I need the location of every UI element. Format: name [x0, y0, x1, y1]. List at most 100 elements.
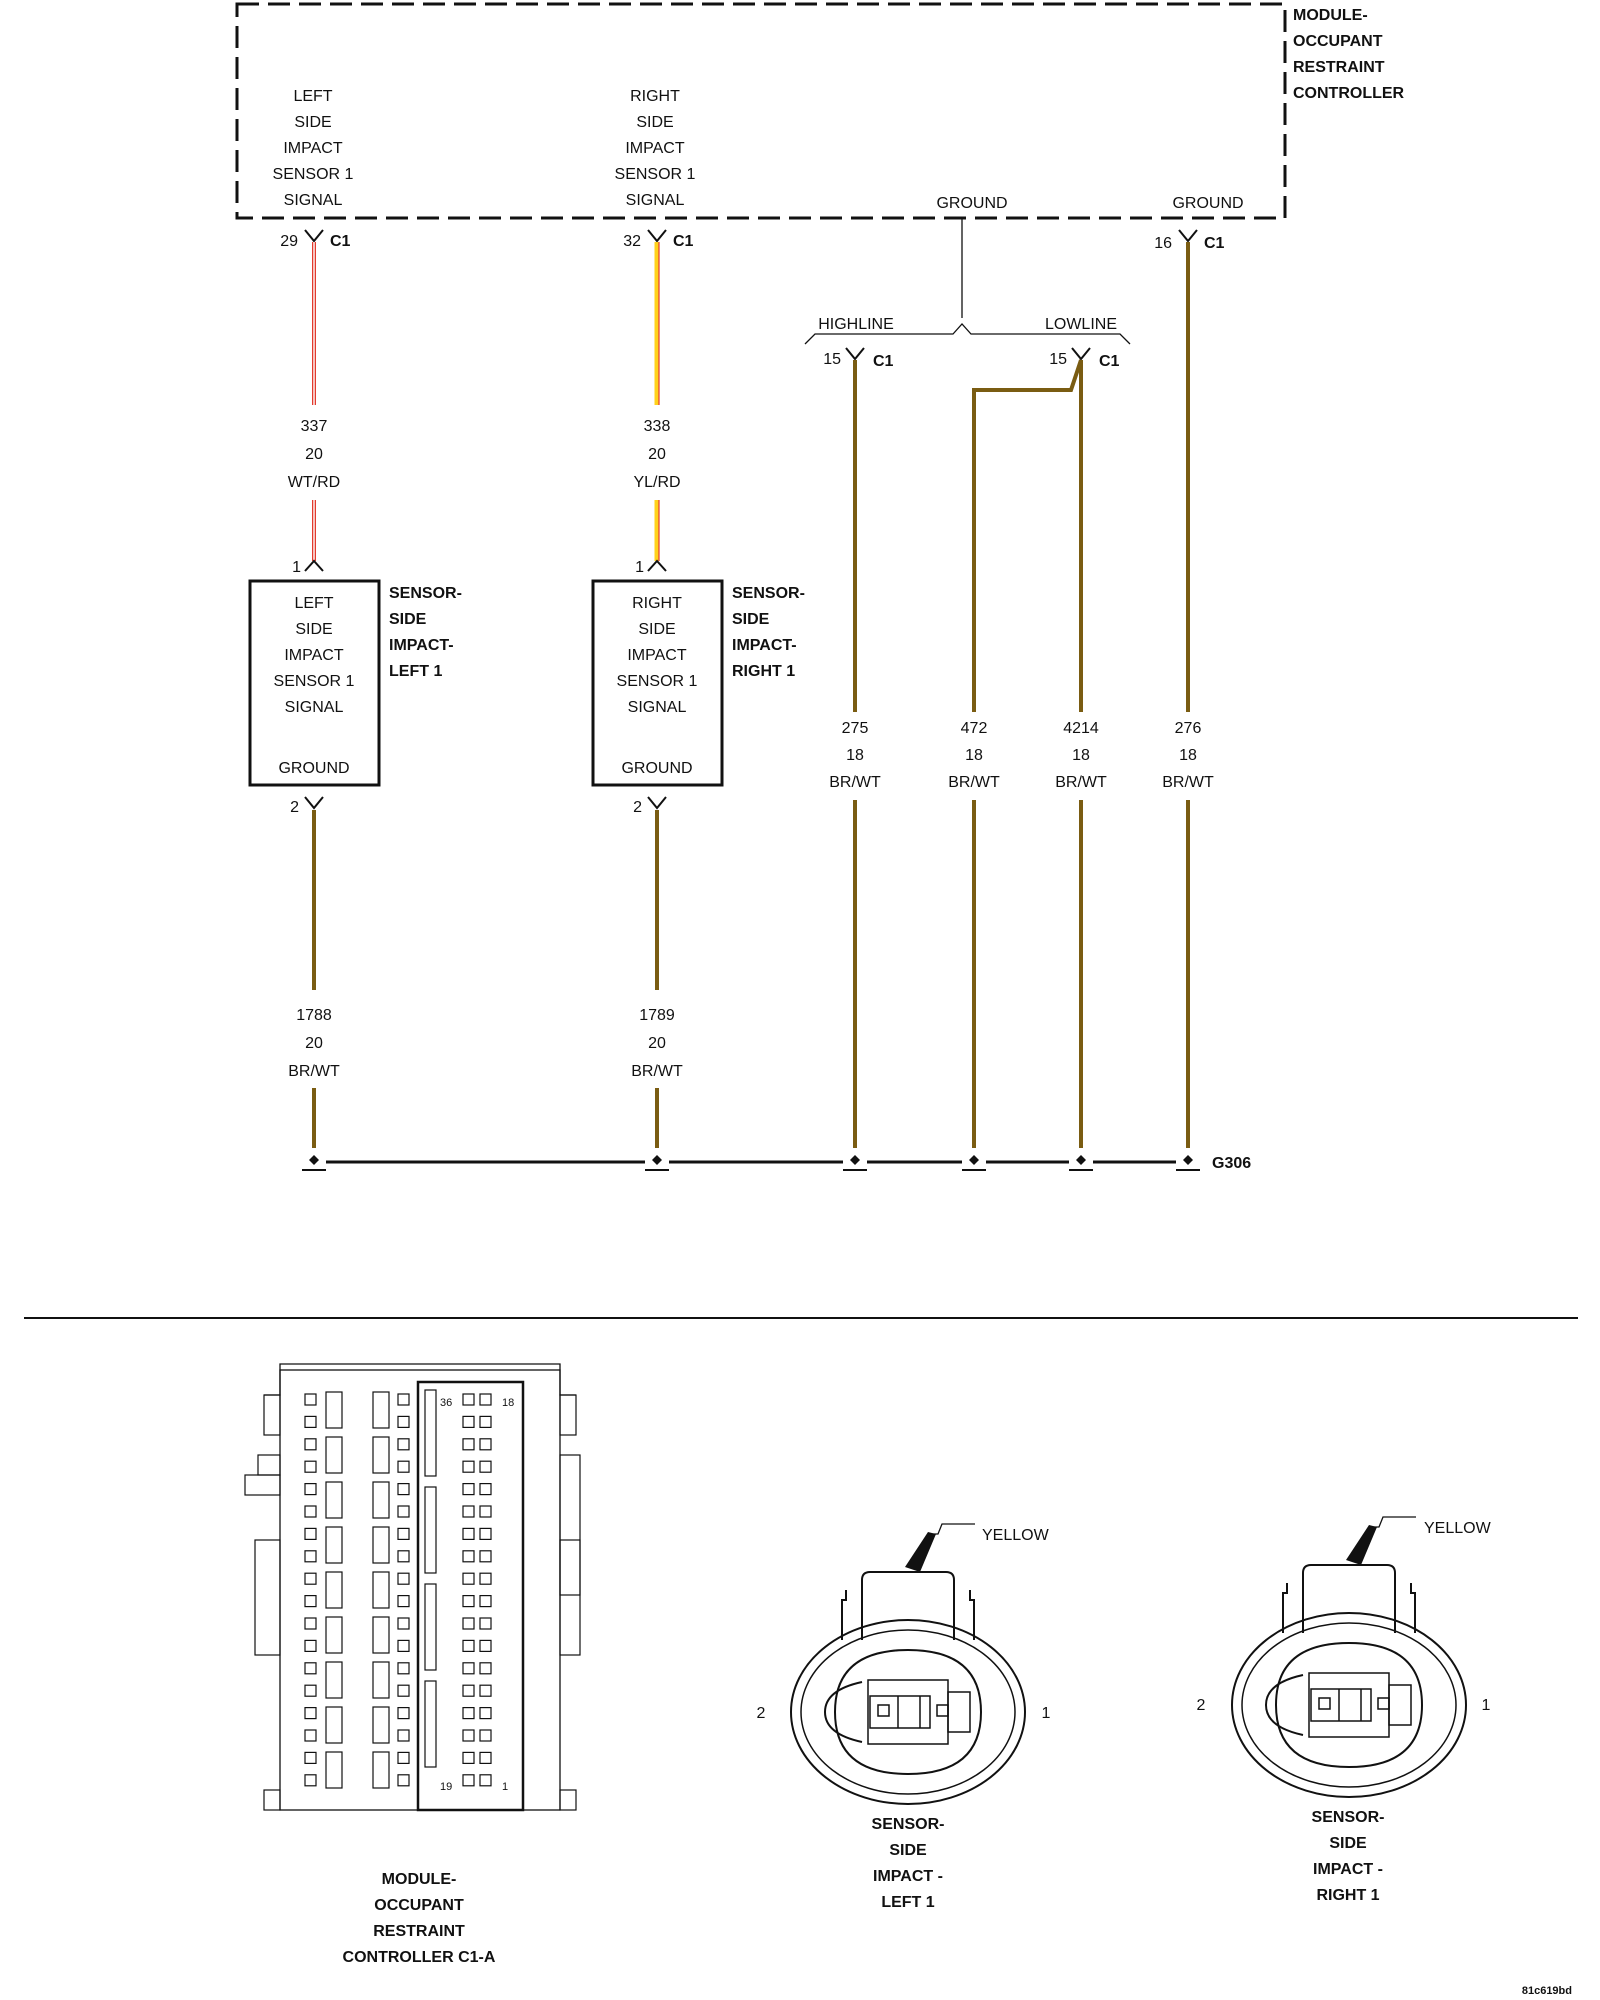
wire-color: BR/WT — [288, 1063, 340, 1080]
pin-cavity — [397, 1594, 410, 1608]
pin-slot — [424, 1583, 437, 1671]
terminal-block — [1308, 1672, 1390, 1738]
splice-dot — [1076, 1155, 1086, 1165]
color-pointer — [1346, 1525, 1377, 1565]
keyway — [823, 1681, 863, 1743]
module-dashed-outline — [235, 2, 1287, 220]
module-title-line: OCCUPANT — [1293, 33, 1383, 50]
connector-pin-symbol — [845, 347, 865, 361]
pin-cavity — [304, 1729, 317, 1742]
housing-tab — [263, 1394, 281, 1436]
pin-cavity — [397, 1729, 410, 1742]
ground-bus-g306: G306 — [302, 1150, 1251, 1174]
pin-cavity-large — [372, 1526, 390, 1564]
wire-275: 275 18 BR/WT — [829, 360, 881, 1148]
connector-housing — [279, 1369, 561, 1811]
module-left-signal-label: SENSOR 1 — [273, 166, 354, 183]
sensor-signal-label: SIGNAL — [285, 699, 344, 716]
connector-hood — [861, 1571, 955, 1640]
pin-cavity — [304, 1684, 317, 1697]
connector-caption: RIGHT 1 — [1316, 1887, 1379, 1904]
pin-cavity — [479, 1684, 492, 1697]
wire-circuit: 4214 — [1063, 720, 1099, 737]
pin-label: 2 — [757, 1705, 766, 1722]
connector-body-outer — [790, 1619, 1026, 1805]
wire-color: BR/WT — [829, 774, 881, 791]
wire-circuit: 338 — [644, 418, 671, 435]
sensor-signal-label: SIDE — [638, 621, 675, 638]
wire-472: 472 18 BR/WT — [948, 359, 1083, 1148]
pin-cavity-large — [372, 1751, 390, 1789]
pin-cavity-large — [372, 1481, 390, 1519]
housing-tab — [263, 1789, 281, 1811]
module-occupant-restraint-controller: MODULE- OCCUPANT RESTRAINT CONTROLLER LE… — [235, 2, 1405, 220]
pin-cavity — [304, 1639, 317, 1653]
pin-cavity — [479, 1617, 492, 1630]
pin-cavity — [462, 1594, 475, 1608]
connector-caption: SIDE — [889, 1842, 927, 1859]
housing-tab — [559, 1394, 577, 1436]
pin-cavity — [397, 1438, 410, 1451]
pin-cavity — [397, 1751, 410, 1765]
connector-pin-symbol — [647, 229, 667, 243]
module-right-signal-label: RIGHT — [630, 88, 680, 105]
connector-id: C1 — [330, 233, 351, 250]
ground-splice — [843, 1150, 867, 1174]
pin-cavity — [479, 1393, 492, 1406]
pin-cavity-large — [325, 1436, 343, 1474]
connector-body-inner — [1241, 1622, 1457, 1788]
wire-circuit: 275 — [842, 720, 869, 737]
pin-cavity-large — [325, 1481, 343, 1519]
connector-face — [833, 1648, 983, 1776]
wire-1788: 1788 20 BR/WT — [288, 810, 340, 1148]
pin-cavity — [462, 1729, 475, 1742]
connector-caption: SIDE — [1329, 1835, 1367, 1852]
pin-number: 15 — [1049, 351, 1067, 368]
pin-cavity — [397, 1774, 410, 1787]
pin-cavity — [479, 1729, 492, 1742]
pin-cavity — [462, 1572, 475, 1585]
pin-cavity — [397, 1415, 410, 1429]
pin-cavity-large — [325, 1706, 343, 1744]
connector-pin-symbol — [1071, 347, 1091, 361]
module-right-signal-label: SIDE — [636, 114, 673, 131]
connector-caption: IMPACT - — [873, 1868, 943, 1885]
wire-4214: 4214 18 BR/WT — [1055, 360, 1107, 1148]
wire-circuit: 337 — [301, 418, 328, 435]
connector-pin-symbol — [647, 796, 667, 810]
wire-color: BR/WT — [1055, 774, 1107, 791]
pin-cavity — [479, 1572, 492, 1585]
pin-cavity — [479, 1482, 492, 1496]
pin-number: 32 — [623, 233, 641, 250]
wire-gauge: 20 — [648, 446, 666, 463]
terminal-lock — [947, 1691, 971, 1733]
pin-label: 1 — [1042, 1705, 1051, 1722]
pin-cavity — [479, 1706, 492, 1720]
pin-label: 1 — [1482, 1697, 1491, 1714]
diagram-id: 81c619bd — [1522, 1985, 1572, 1997]
wire-337: 337 20 WT/RD — [288, 242, 340, 561]
wire-1789: 1789 20 BR/WT — [631, 810, 683, 1148]
ground-splice — [1176, 1150, 1200, 1174]
housing-tab — [559, 1454, 581, 1596]
connector-caption: CONTROLLER C1-A — [343, 1949, 496, 1966]
latch — [1410, 1583, 1416, 1633]
pin-cavity — [479, 1774, 492, 1787]
terminal-block — [867, 1679, 949, 1745]
wire-gauge: 18 — [1179, 747, 1197, 764]
connector-pin-symbol — [304, 796, 324, 810]
pin-number: 2 — [633, 799, 642, 816]
pin-block-outline — [416, 1380, 525, 1812]
pin-cavity — [397, 1505, 410, 1518]
wire-gauge: 20 — [648, 1035, 666, 1052]
pin-cavity — [462, 1527, 475, 1541]
sensor-title: LEFT 1 — [389, 663, 442, 680]
pin-cavity — [304, 1572, 317, 1585]
pin-cavity — [462, 1505, 475, 1518]
module-ground-label: GROUND — [936, 195, 1007, 212]
module-left-signal-label: SIDE — [294, 114, 331, 131]
module-left-signal-label: LEFT — [293, 88, 332, 105]
connector-caption: LEFT 1 — [881, 1894, 934, 1911]
connector-caption: RESTRAINT — [373, 1923, 465, 1940]
